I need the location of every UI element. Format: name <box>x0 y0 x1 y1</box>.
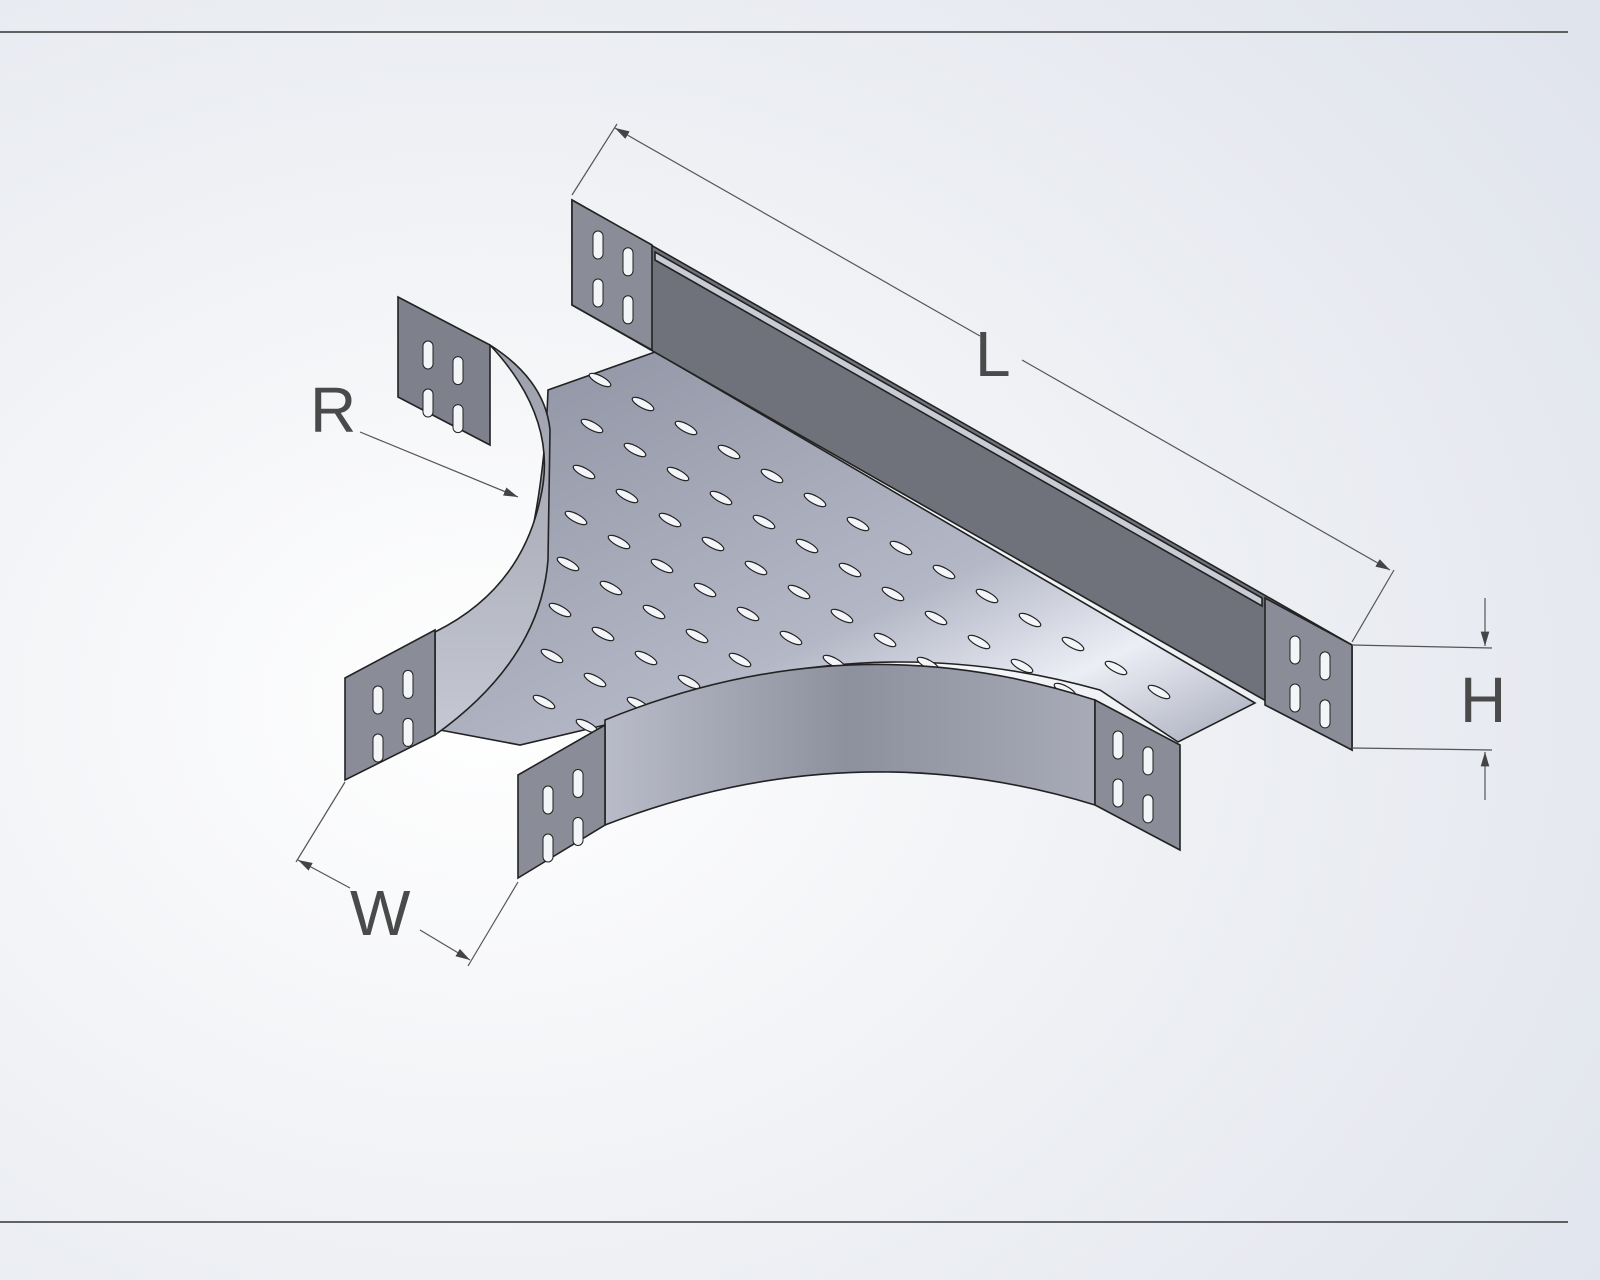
floor-slot <box>873 632 897 648</box>
floor-slot <box>1061 636 1085 652</box>
floor-slot <box>580 418 604 434</box>
plate-slot <box>1319 651 1331 681</box>
plate-slot <box>372 685 384 715</box>
plate-slot <box>542 785 554 815</box>
floor-slot <box>623 442 647 458</box>
back-wall-lip <box>654 250 1263 608</box>
plate-slot <box>622 295 634 325</box>
floor-slot <box>607 534 631 550</box>
floor-slot <box>615 488 639 504</box>
floor-slot <box>1010 658 1034 674</box>
floor-slot <box>599 580 623 596</box>
floor-slot <box>795 538 819 554</box>
plate-slot <box>1289 683 1301 713</box>
plate-slot <box>622 247 634 277</box>
plate-slot <box>1142 746 1154 776</box>
front-left-plate <box>517 723 606 880</box>
floor-slot <box>760 468 784 484</box>
floor-slot <box>693 582 717 598</box>
floor-slot <box>846 516 870 532</box>
dimension-height: H <box>1351 598 1506 800</box>
plate-slot <box>452 356 464 386</box>
floor-slot <box>658 512 682 528</box>
floor-slot <box>631 396 655 412</box>
floor-slot <box>1147 684 1171 700</box>
plate-slot <box>422 340 434 370</box>
floor-slot <box>752 514 776 530</box>
floor-slot <box>975 588 999 604</box>
floor-slot <box>1104 660 1128 676</box>
plate-slot <box>572 769 584 798</box>
floor-slot <box>650 558 674 574</box>
plate-slot <box>542 833 554 863</box>
dimension-label-l: L <box>975 318 1011 390</box>
dimension-label-r: R <box>310 374 356 446</box>
plate-slot <box>422 388 434 418</box>
plate-slot <box>592 278 604 308</box>
floor-slot <box>881 586 905 602</box>
plate-slot <box>1289 635 1301 665</box>
plate-slots <box>372 230 1331 863</box>
floor-slot <box>830 608 854 624</box>
floor-slot <box>583 672 607 688</box>
floor-slot <box>787 584 811 600</box>
floor-slot <box>967 634 991 650</box>
floor-slot <box>709 490 733 506</box>
dimension-length: L <box>571 123 1395 643</box>
plate-slot <box>1112 730 1124 760</box>
floor-slot <box>932 564 956 580</box>
plate-slot <box>372 733 384 763</box>
floor-slot <box>572 464 596 480</box>
floor-slot <box>642 604 666 620</box>
dimension-width: W <box>295 781 519 967</box>
floor-slot <box>889 540 913 556</box>
floor-slot <box>532 694 556 710</box>
plate-slot <box>1319 699 1331 729</box>
floor-slot <box>728 652 752 668</box>
floor-slot <box>701 536 725 552</box>
plate-slot <box>592 230 604 260</box>
floor-slot <box>685 628 709 644</box>
floor-slot <box>591 626 615 642</box>
floor-slot <box>744 560 768 576</box>
floor-slot <box>634 650 658 666</box>
floor-slot <box>540 648 564 664</box>
floor-slot <box>556 556 580 572</box>
floor-slot <box>803 492 827 508</box>
dimension-label-w: W <box>350 877 411 949</box>
floor-slot <box>564 510 588 526</box>
plate-slot <box>1112 778 1124 808</box>
dimension-label-h: H <box>1460 664 1506 736</box>
floor-slot <box>717 444 741 460</box>
left-top-plate <box>397 295 491 447</box>
floor-slot <box>924 610 948 626</box>
dimension-radius: R <box>310 374 519 498</box>
floor-slot <box>674 420 698 436</box>
floor-slot <box>666 466 690 482</box>
plate-slot <box>572 817 584 846</box>
floor-slot <box>588 372 612 388</box>
plate-slot <box>402 717 414 747</box>
floor-slot <box>548 602 572 618</box>
floor-slot <box>1018 612 1042 628</box>
floor-slot <box>779 630 803 646</box>
plate-slot <box>402 669 414 699</box>
plate-slot <box>452 404 464 434</box>
plate-slot <box>1142 794 1154 824</box>
floor-slot <box>838 562 862 578</box>
floor-slot <box>736 606 760 622</box>
